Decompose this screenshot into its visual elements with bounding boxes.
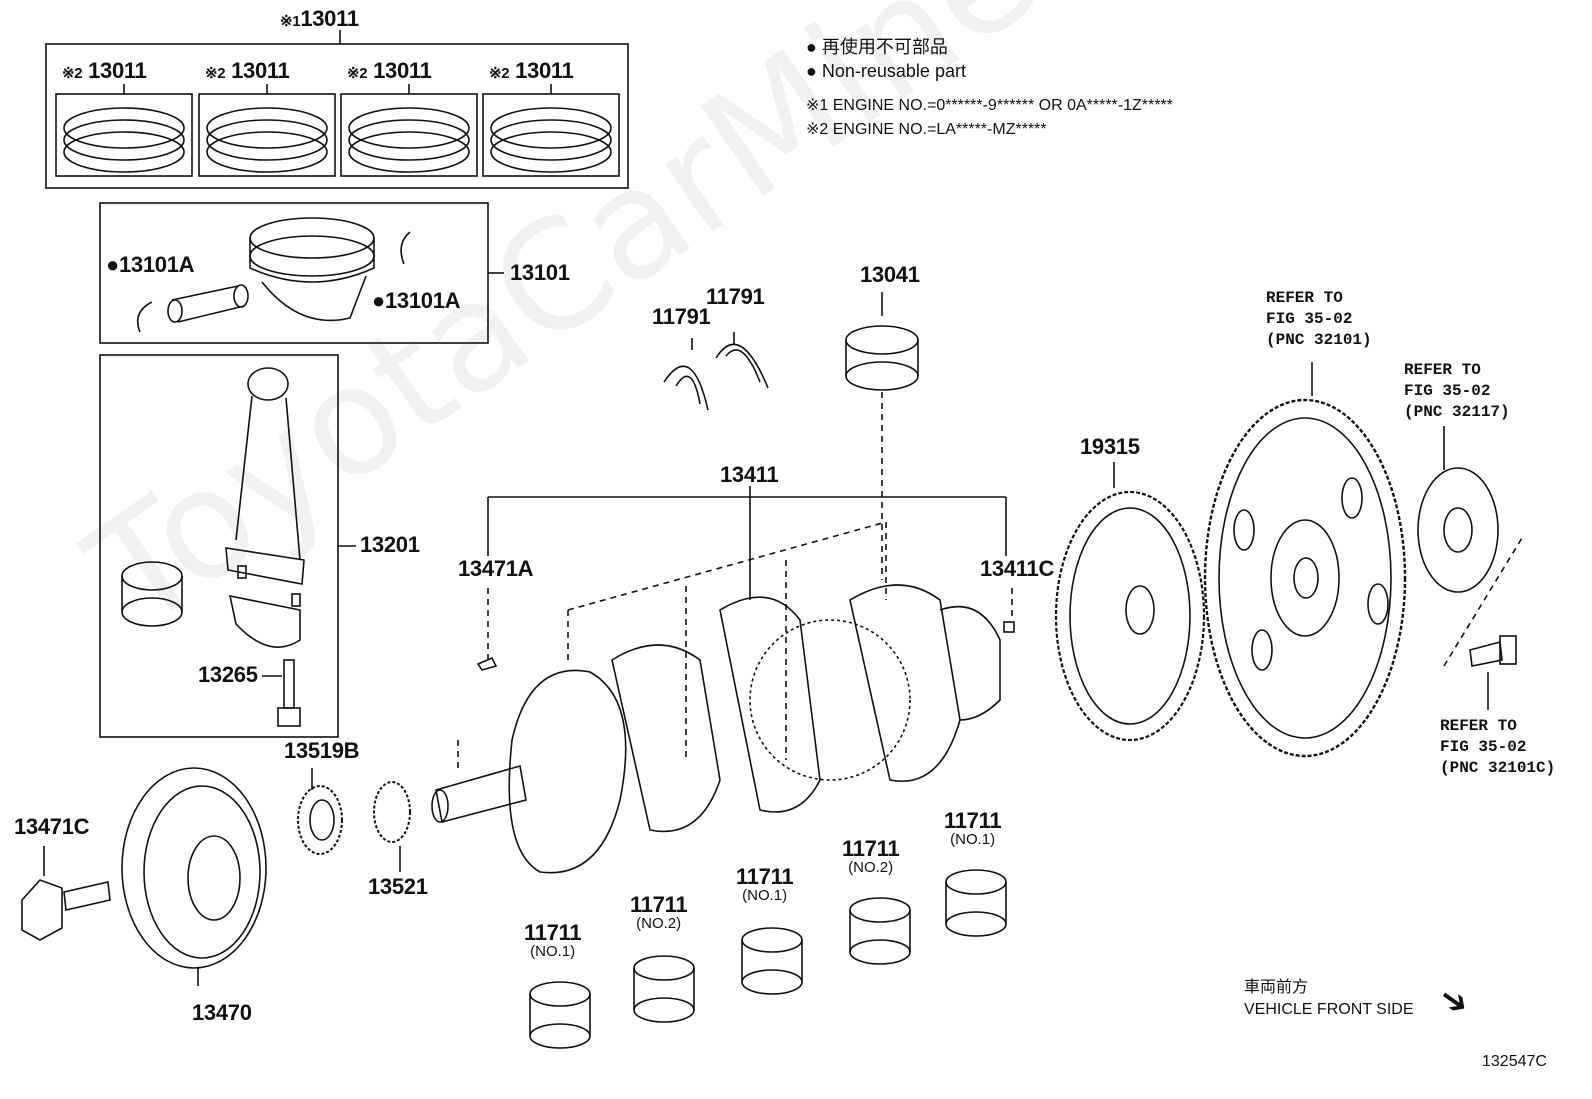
main-bearing-label-4: 11711(NO.2) — [842, 836, 900, 876]
ring-set-box — [45, 43, 629, 189]
piston-ring-4 — [482, 84, 620, 177]
front-side-en: VEHICLE FRONT SIDE — [1244, 1001, 1414, 1018]
crank-key — [476, 656, 498, 671]
crank-pin-label: 13411C — [980, 556, 1055, 581]
crank-key-label: 13471A — [458, 556, 534, 581]
piston-ring-1 — [55, 84, 193, 177]
main-bearing-label-3: 11711(NO.1) — [736, 864, 794, 904]
crank-gear — [373, 781, 411, 872]
engine-note-1: ※1 ENGINE NO.=0******-9****** OR 0A*****… — [806, 97, 1173, 114]
conrod-bearing — [121, 561, 183, 627]
main-bearing-5 — [945, 869, 1007, 937]
snap-ring-right — [400, 231, 411, 265]
flywheel-plate — [1417, 426, 1523, 667]
crank-pulley — [121, 767, 267, 986]
main-bearing-3 — [741, 927, 803, 995]
thrust-washer-left — [663, 365, 709, 411]
piston — [249, 217, 375, 322]
thrust-washer-label-right: 11791 — [706, 284, 765, 309]
pulley-bolt — [21, 846, 111, 941]
piston-ring-2 — [198, 84, 336, 177]
main-bearing-label-5: 11711(NO.1) — [944, 808, 1002, 848]
timing-sprocket — [297, 768, 343, 855]
ring-label-3: ※2 13011 — [347, 58, 432, 83]
engine-note-2: ※2 ENGINE NO.=LA*****-MZ***** — [806, 121, 1047, 138]
thrust-washer-label-left: 11791 — [652, 304, 711, 329]
ring-label-1: ※2 13011 — [62, 58, 147, 83]
crankshaft — [431, 584, 1001, 874]
piston-label: 13101 — [510, 260, 570, 285]
legend-en: ● Non-reusable part — [806, 61, 966, 81]
crank-pin — [1003, 621, 1015, 633]
main-bearing-label-1: 11711(NO.1) — [524, 920, 582, 960]
legend-jp: ● 再使用不可部品 — [806, 37, 948, 57]
pulley-bolt-label: 13471C — [14, 814, 90, 839]
ring-label-4: ※2 13011 — [489, 58, 574, 83]
connecting-rod — [225, 367, 305, 648]
front-side-jp: 車両前方 — [1244, 979, 1309, 996]
rod-bearing-label: 13041 — [860, 262, 920, 287]
ring-set-label: ※113011 — [280, 6, 359, 31]
main-bearing-1 — [529, 981, 591, 1049]
sensor-plate-label: 19315 — [1080, 434, 1140, 459]
flywheel-bolt — [1469, 635, 1517, 710]
piston-pin — [167, 284, 249, 323]
main-bearing-4 — [849, 897, 911, 965]
thrust-washer-right — [715, 343, 769, 389]
conrod-label: 13201 — [360, 532, 420, 557]
piston-ring-3 — [340, 84, 478, 177]
crankshaft-set-label: 13411 — [720, 462, 779, 487]
main-bearing-label-2: 11711(NO.2) — [630, 892, 688, 932]
pulley-label: 13470 — [192, 1000, 252, 1025]
snap-ring-label-left: ●13101A — [106, 252, 195, 277]
sprocket-label: 13519B — [284, 738, 360, 763]
flywheel — [1203, 362, 1407, 758]
crank-gear-label: 13521 — [368, 874, 428, 899]
main-bearing-2 — [633, 955, 695, 1023]
sensor-plate — [1054, 462, 1206, 742]
rod-bearing — [845, 292, 919, 580]
snap-ring-left — [136, 301, 153, 333]
figure-id: 132547C — [1482, 1053, 1547, 1070]
conrod-bolt-label: 13265 — [198, 662, 258, 687]
ring-label-2: ※2 13011 — [205, 58, 290, 83]
snap-ring-label-right: ●13101A — [372, 288, 461, 313]
conrod-bolt — [262, 659, 301, 727]
